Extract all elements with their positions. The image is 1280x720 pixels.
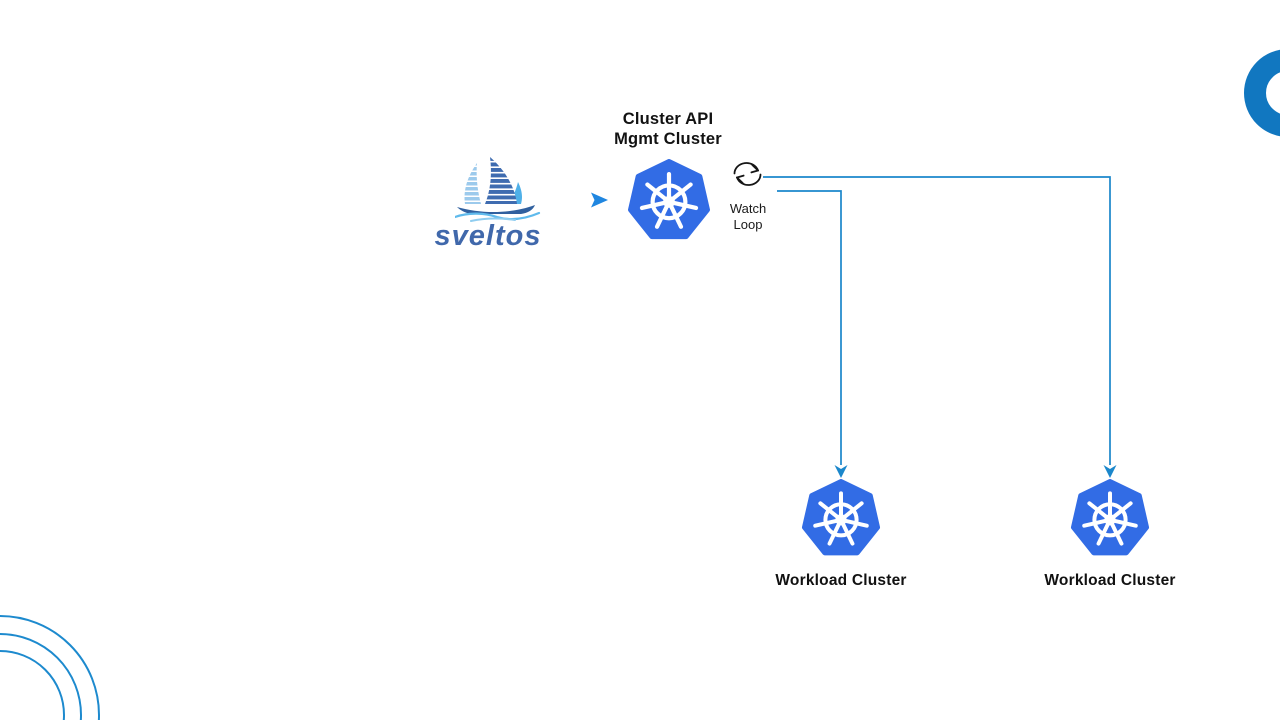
watch-loop-label-line1: Watch xyxy=(729,201,767,216)
edge-to-right-workload xyxy=(763,176,1111,465)
down-arrow-right-workload xyxy=(1103,465,1117,478)
watch-loop-refresh-icon xyxy=(733,162,762,186)
sveltos-sailboat-icon xyxy=(455,157,541,222)
mgmt-cluster-title-line1: Cluster API xyxy=(622,110,714,128)
mgmt-cluster-title: Cluster API Mgmt Cluster xyxy=(558,110,778,149)
mgmt-cluster-title-line2: Mgmt Cluster xyxy=(614,129,722,148)
edge-to-left-workload xyxy=(777,190,842,465)
kubernetes-icon-workload-right xyxy=(1070,479,1150,559)
kubernetes-icon-workload-left xyxy=(801,479,881,559)
sveltos-to-mgmt-arrow-head xyxy=(591,192,608,208)
workload-cluster-left-label: Workload Cluster xyxy=(775,572,907,589)
kubernetes-icon-mgmt xyxy=(627,159,711,243)
watch-loop-label-line2: Loop xyxy=(733,217,763,232)
corner-ring-decoration xyxy=(1244,49,1280,137)
down-arrow-left-workload xyxy=(834,465,848,478)
sveltos-wordmark: sveltos xyxy=(434,220,542,252)
watch-loop-label: Watch Loop xyxy=(713,201,783,233)
workload-cluster-right-label: Workload Cluster xyxy=(1044,572,1176,589)
